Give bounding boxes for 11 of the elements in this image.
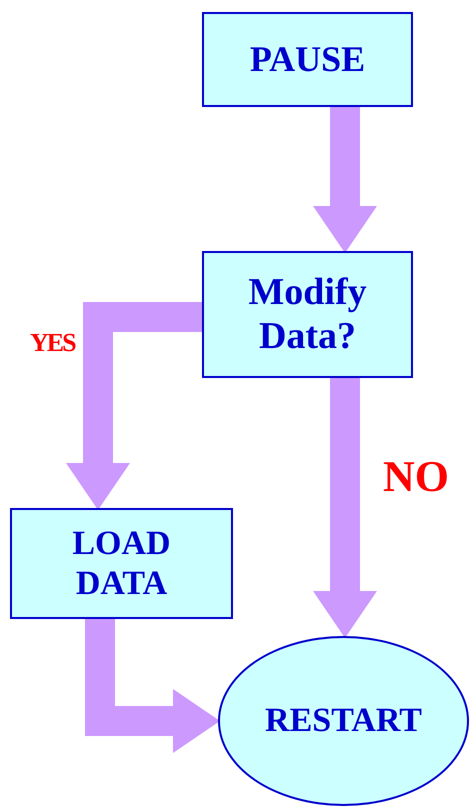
node-label: RESTART xyxy=(264,701,423,741)
process-box xyxy=(202,251,413,378)
process-box xyxy=(10,508,233,619)
arrow xyxy=(66,302,202,510)
process-box xyxy=(202,12,413,107)
node-label: Modify Data? xyxy=(247,270,368,358)
arrow xyxy=(313,378,377,638)
node-label: LOAD DATA xyxy=(71,524,172,603)
arrow xyxy=(85,619,220,753)
arrow xyxy=(313,107,377,253)
node-label: PAUSE xyxy=(248,38,366,80)
